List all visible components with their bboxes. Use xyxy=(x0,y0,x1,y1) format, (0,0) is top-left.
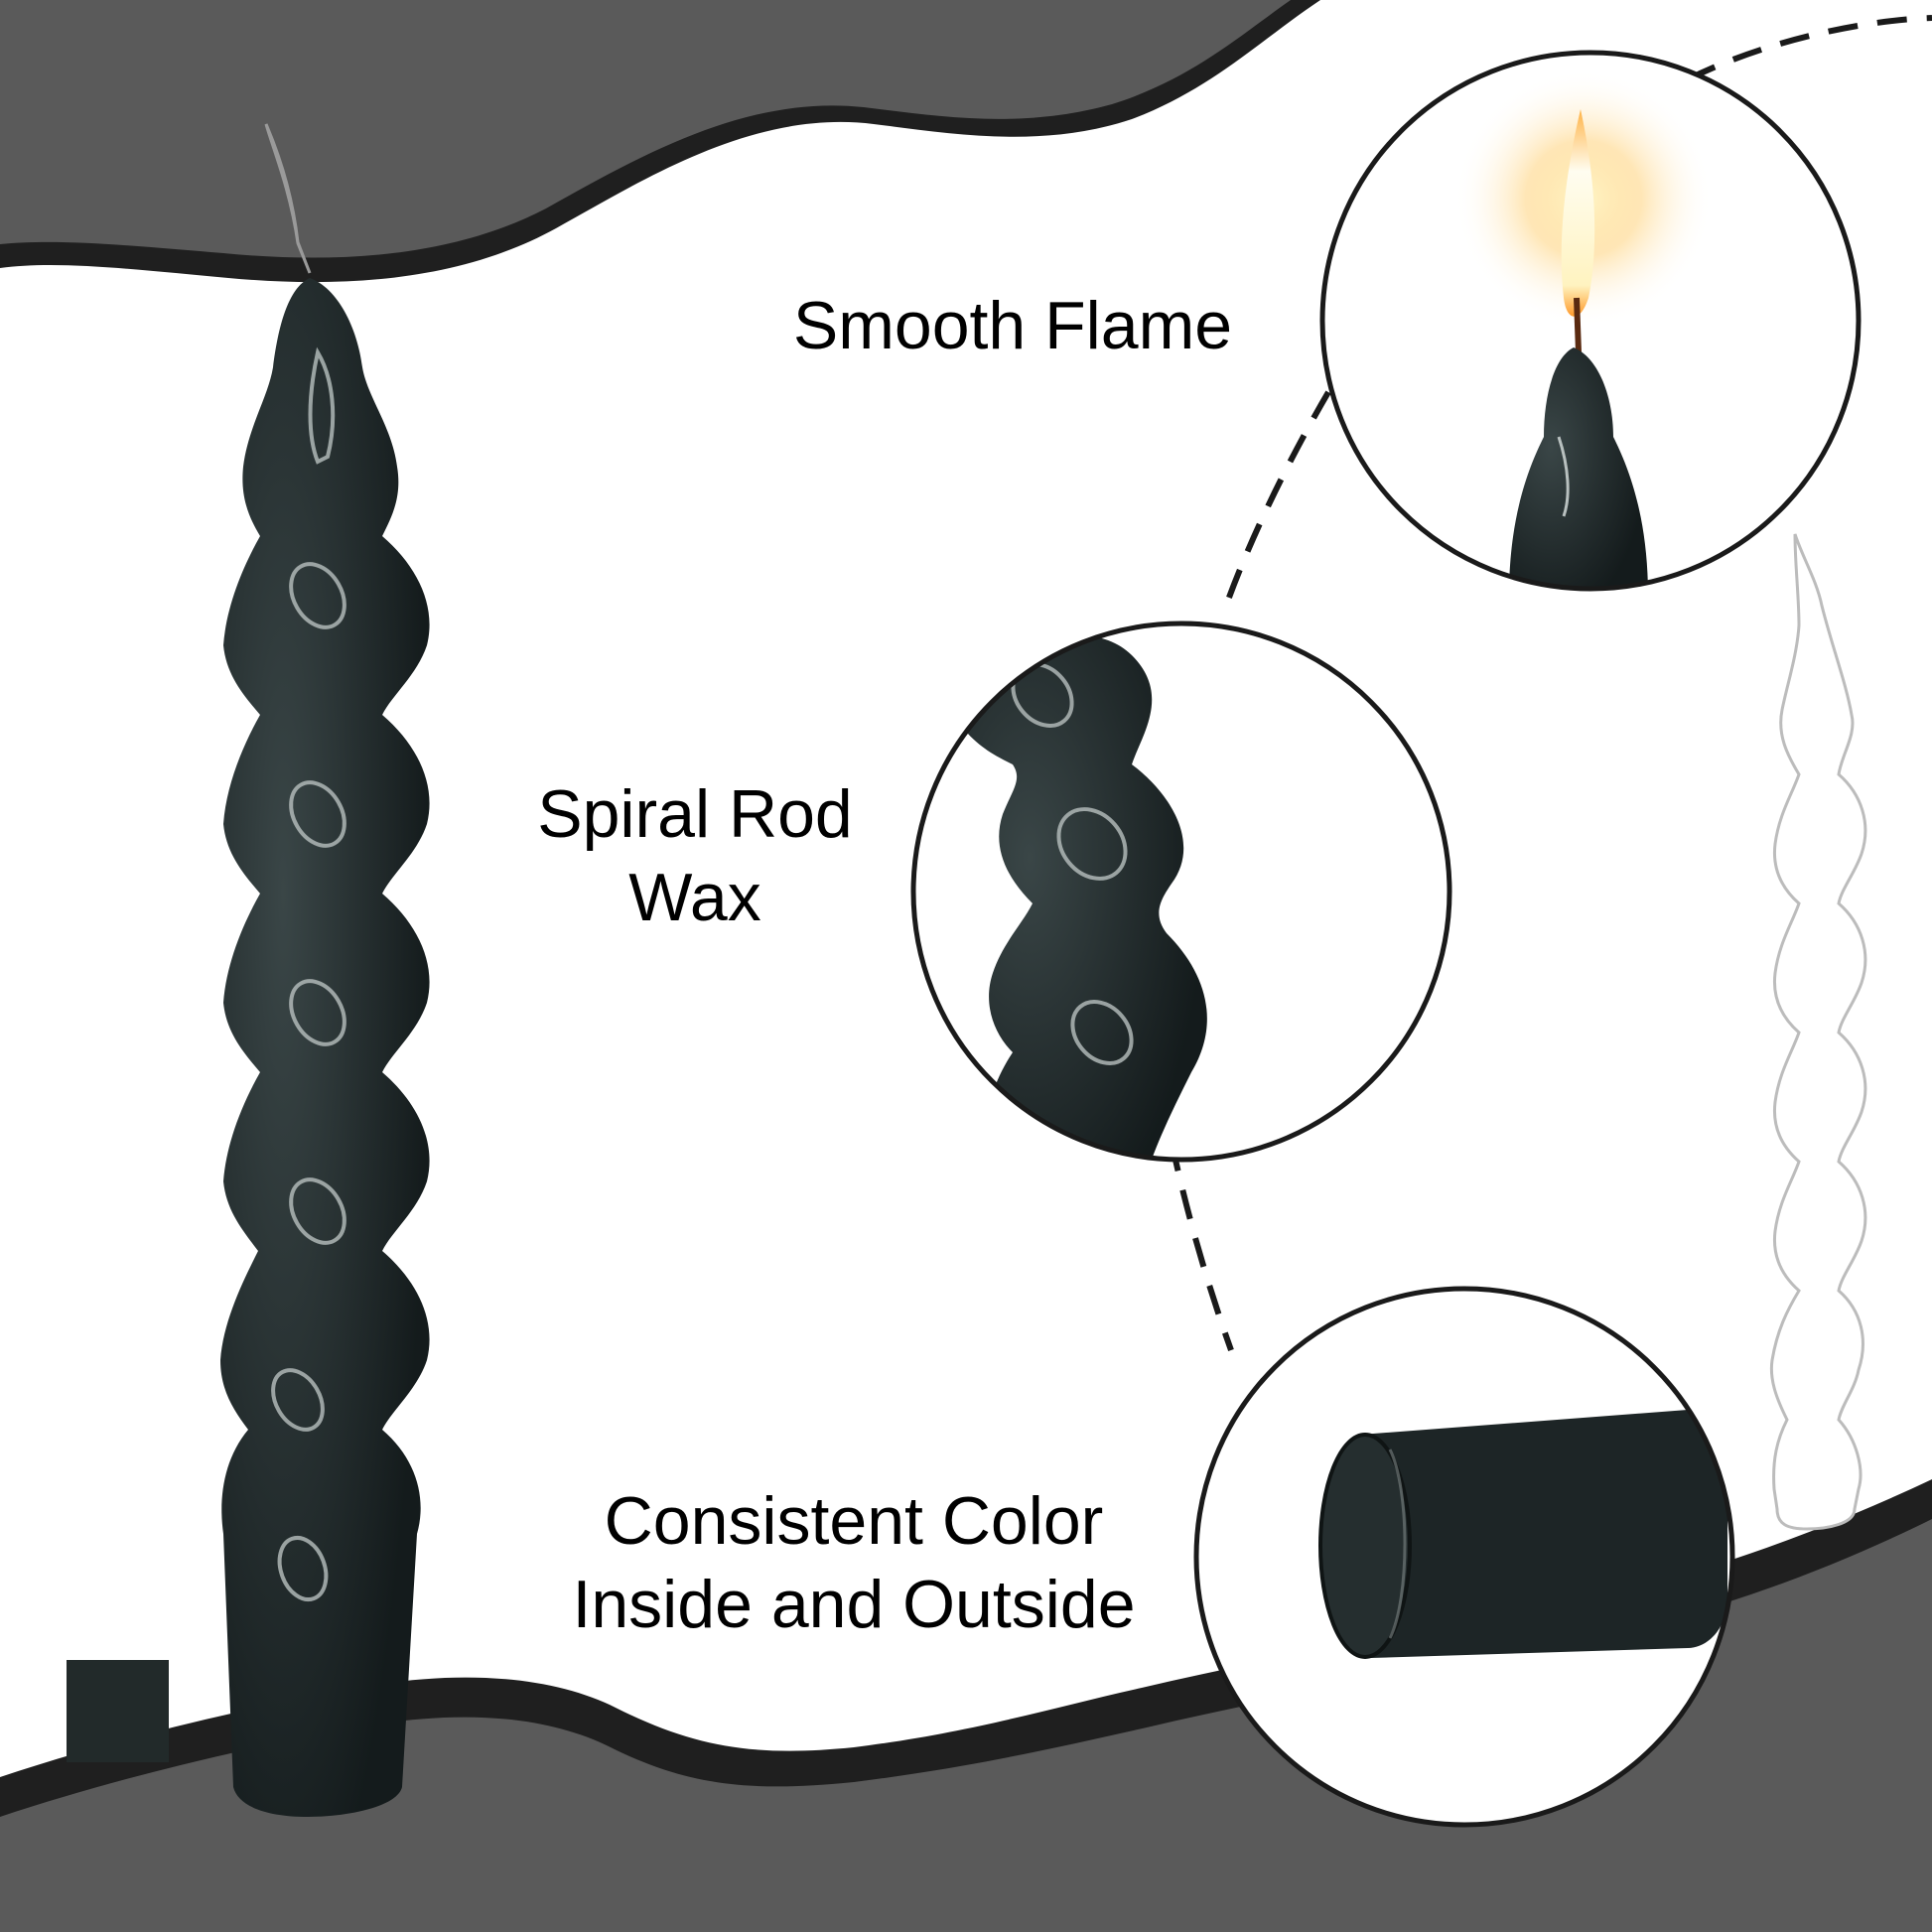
white-candle-image xyxy=(1769,533,1867,1531)
spiral-rod-text: Spiral Rod xyxy=(537,776,853,852)
wax-text: Wax xyxy=(628,860,761,935)
spiral-rod-wax-label: Spiral Rod Wax xyxy=(477,772,913,939)
spiral-candle-image xyxy=(220,123,430,1817)
spiral-closeup-image xyxy=(910,621,1452,1163)
inside-outside-text: Inside and Outside xyxy=(572,1567,1136,1642)
consistent-color-label: Consistent Color Inside and Outside xyxy=(526,1479,1181,1646)
consistent-color-text: Consistent Color xyxy=(604,1483,1104,1559)
color-swatch[interactable] xyxy=(67,1660,169,1762)
smooth-flame-label: Smooth Flame xyxy=(735,284,1291,367)
flame-closeup-image xyxy=(1319,50,1862,592)
base-closeup-image xyxy=(1193,1286,1735,1828)
dashed-connectors xyxy=(1169,15,1932,1352)
top-wave-band xyxy=(0,0,1320,283)
smooth-flame-text: Smooth Flame xyxy=(792,288,1233,363)
